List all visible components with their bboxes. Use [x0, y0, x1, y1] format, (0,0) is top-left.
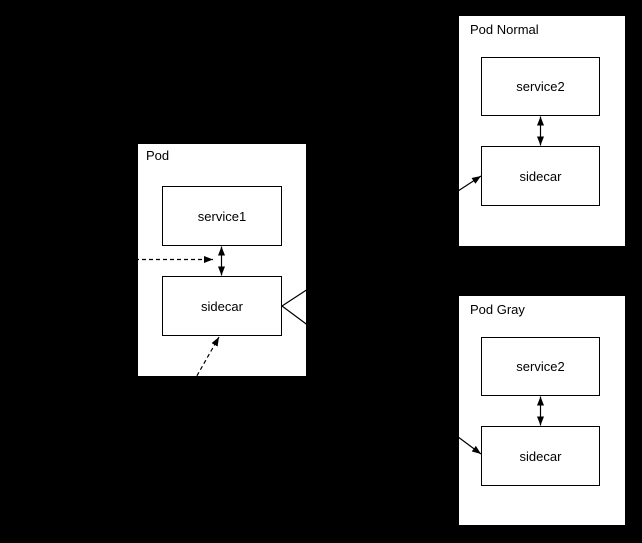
node-service2-gray-label: service2: [516, 359, 565, 374]
pod-gray: Pod Gray: [458, 295, 626, 526]
pod-left: Pod: [137, 143, 307, 377]
node-service1-label: service1: [197, 208, 247, 224]
node-service2-normal-label: service2: [516, 79, 565, 94]
pod-normal-label: Pod Normal: [470, 22, 539, 37]
pod-left-label: Pod: [146, 148, 170, 163]
node-sidecar-normal: sidecar: [481, 146, 600, 206]
pod-normal: Pod Normal: [458, 15, 626, 247]
edge-sidecar-to-pod-gray: [281, 305, 482, 455]
node-service2-gray: service2: [481, 337, 600, 396]
node-service2-normal: service2: [481, 57, 600, 116]
edge-sidecar-to-pod-normal: [281, 175, 482, 307]
node-sidecar-gray-label: sidecar: [519, 448, 562, 464]
node-sidecar-left: sidecar: [162, 276, 282, 336]
node-sidecar-normal-label: sidecar: [519, 168, 562, 184]
node-sidecar-gray: sidecar: [481, 426, 600, 486]
node-sidecar-left-label: sidecar: [201, 298, 243, 314]
pod-gray-label: Pod Gray: [470, 302, 525, 317]
node-service1: service1: [162, 186, 282, 246]
